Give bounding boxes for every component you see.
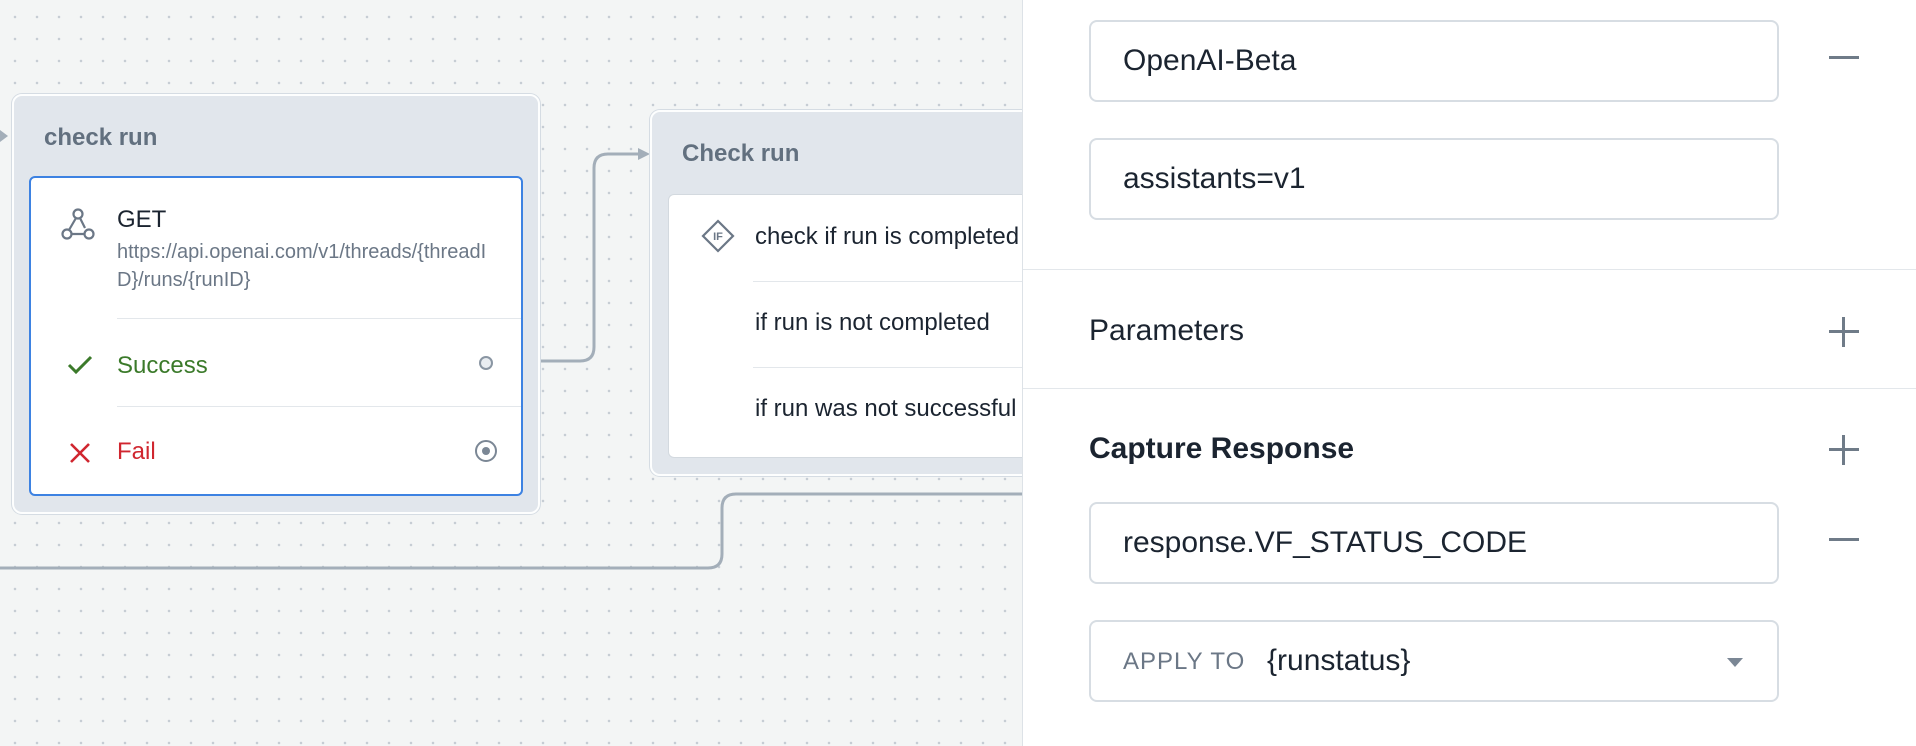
condition-block[interactable]: Check run IF check if run is completed i… — [650, 110, 1022, 476]
check-run-block[interactable]: check run GET https://api.openai.com/v1/… — [12, 94, 540, 514]
section-divider — [1023, 388, 1916, 389]
plus-icon[interactable] — [1829, 435, 1859, 465]
header-key-value: OpenAI-Beta — [1123, 44, 1297, 77]
svg-text:IF: IF — [713, 231, 723, 243]
if-icon: IF — [701, 219, 735, 258]
flow-canvas[interactable]: check run GET https://api.openai.com/v1/… — [0, 0, 1022, 746]
capture-field-value: response.VF_STATUS_CODE — [1123, 526, 1528, 559]
condition-item[interactable]: if run is not completed — [755, 309, 990, 336]
api-icon — [61, 208, 95, 242]
editor-panel: OpenAI-Beta assistants=v1 Parameters Cap… — [1022, 0, 1916, 746]
success-port[interactable] — [479, 356, 493, 370]
header-value-field[interactable]: assistants=v1 — [1089, 138, 1779, 220]
apply-to-value: {runstatus} — [1267, 644, 1411, 677]
request-url: https://api.openai.com/v1/threads/{threa… — [117, 241, 487, 291]
fail-port[interactable] — [475, 440, 497, 462]
check-icon — [67, 354, 93, 381]
header-value-text: assistants=v1 — [1123, 162, 1306, 195]
success-connection-arrowhead — [638, 148, 650, 160]
api-step-card[interactable]: GET https://api.openai.com/v1/threads/{t… — [29, 176, 523, 496]
apply-to-label: APPLY TO — [1123, 648, 1246, 675]
capture-field[interactable]: response.VF_STATUS_CODE — [1089, 502, 1779, 584]
header-key-field[interactable]: OpenAI-Beta — [1089, 20, 1779, 102]
plus-icon[interactable] — [1829, 317, 1859, 347]
caret-down-icon[interactable] — [1727, 658, 1743, 667]
minus-icon[interactable] — [1829, 538, 1859, 541]
divider — [753, 281, 1022, 282]
success-connection — [522, 152, 640, 363]
condition-item[interactable]: check if run is completed — [755, 223, 1020, 250]
section-divider — [1023, 269, 1916, 270]
condition-item[interactable]: if run was not successful — [755, 395, 1017, 422]
divider — [117, 406, 521, 407]
capture-response-label: Capture Response — [1089, 432, 1355, 465]
success-path-label: Success — [117, 352, 208, 379]
parameters-label: Parameters — [1089, 314, 1245, 347]
condition-card[interactable]: IF check if run is completed if run is n… — [668, 194, 1022, 458]
connection-wires — [0, 130, 1022, 570]
http-method: GET — [117, 206, 167, 233]
fail-path-label: Fail — [117, 438, 156, 465]
apply-to-select[interactable]: APPLY TO {runstatus} — [1089, 620, 1779, 702]
minus-icon[interactable] — [1829, 56, 1859, 59]
incoming-arrow — [0, 130, 8, 142]
block-title: Check run — [682, 140, 800, 167]
block-title: check run — [44, 124, 158, 151]
divider — [117, 318, 521, 319]
fail-connection — [0, 492, 1022, 570]
close-icon — [69, 442, 91, 469]
divider — [753, 367, 1022, 368]
